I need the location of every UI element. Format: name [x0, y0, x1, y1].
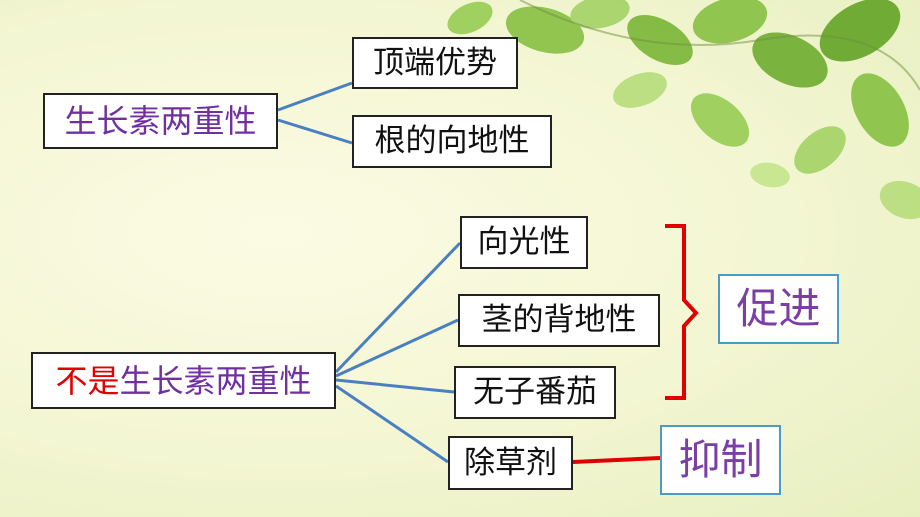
root-box-two-sidedness: 生长素两重性 — [43, 93, 278, 149]
inhibit-box: 抑制 — [660, 425, 781, 495]
child-box-seedless-tomato: 无子番茄 — [454, 366, 616, 419]
root-label: 生长素两重性 — [119, 361, 312, 400]
root-label: 生长素两重性 — [64, 102, 257, 140]
child-box-stem-negative-gravitropism: 茎的背地性 — [458, 294, 660, 347]
child-box-root-gravitropism: 根的向地性 — [352, 115, 552, 168]
child-box-apical-dominance: 顶端优势 — [352, 37, 518, 89]
child-box-phototropism: 向光性 — [460, 216, 588, 269]
child-label: 顶端优势 — [373, 44, 497, 81]
child-label: 根的向地性 — [374, 123, 530, 159]
child-label: 茎的背地性 — [481, 302, 637, 338]
root-prefix: 不是 — [55, 361, 120, 400]
promote-label: 促进 — [736, 284, 821, 333]
promote-box: 促进 — [718, 274, 839, 344]
root-box-not-two-sidedness: 不是生长素两重性 — [31, 352, 336, 409]
inhibit-connector — [572, 456, 661, 464]
promote-bracket — [665, 224, 699, 400]
child-box-herbicide: 除草剂 — [448, 436, 573, 490]
child-label: 无子番茄 — [473, 374, 597, 410]
inhibit-label: 抑制 — [678, 435, 763, 484]
child-label: 除草剂 — [464, 444, 557, 481]
child-label: 向光性 — [477, 224, 571, 260]
